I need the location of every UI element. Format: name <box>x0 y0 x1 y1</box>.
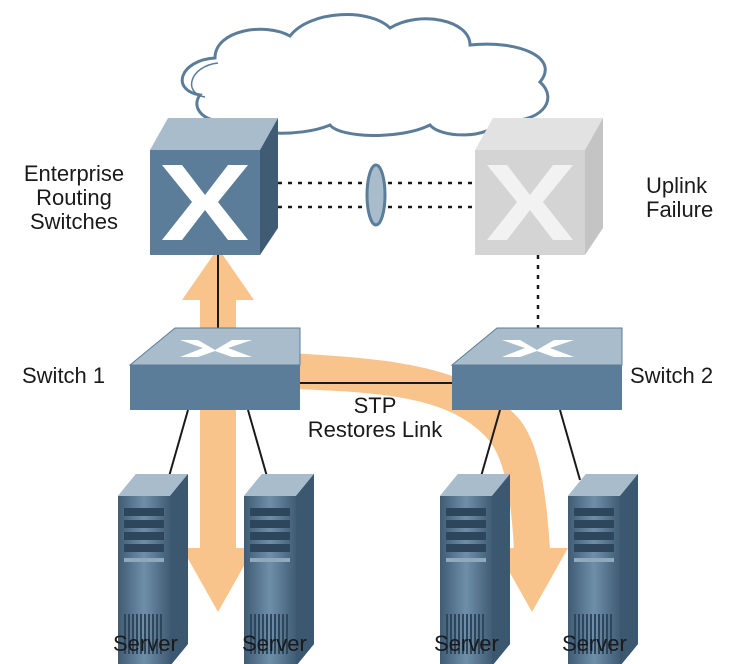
label-line: Restores Link <box>307 417 443 442</box>
enterprise-routing-switches-label: Enterprise Routing Switches <box>4 162 144 234</box>
enterprise-routing-switch-failed <box>475 118 603 255</box>
label-line: STP <box>353 393 397 418</box>
server-label: Server <box>242 631 307 656</box>
server-label: Server <box>562 631 627 656</box>
label-line: Switches <box>29 209 119 234</box>
label-line: Failure <box>646 197 714 222</box>
label-line: Enterprise <box>23 161 125 186</box>
uplink-failure-label: Uplink Failure <box>646 174 713 222</box>
switch-2 <box>450 327 623 410</box>
link-aggregation-icon <box>365 163 387 227</box>
server-label: Server <box>113 631 178 656</box>
label-line: Routing <box>36 185 112 210</box>
stp-restores-link-label: STP Restores Link <box>290 394 460 442</box>
switch-2-label: Switch 2 <box>630 363 714 388</box>
server-label: Server <box>434 631 499 656</box>
switch-1-label: Switch 1 <box>22 363 106 388</box>
label-line: Uplink <box>646 173 708 198</box>
enterprise-routing-switch-active <box>150 118 278 255</box>
network-cloud <box>180 13 550 137</box>
dotted-links <box>278 181 540 330</box>
switch-1 <box>128 327 301 410</box>
